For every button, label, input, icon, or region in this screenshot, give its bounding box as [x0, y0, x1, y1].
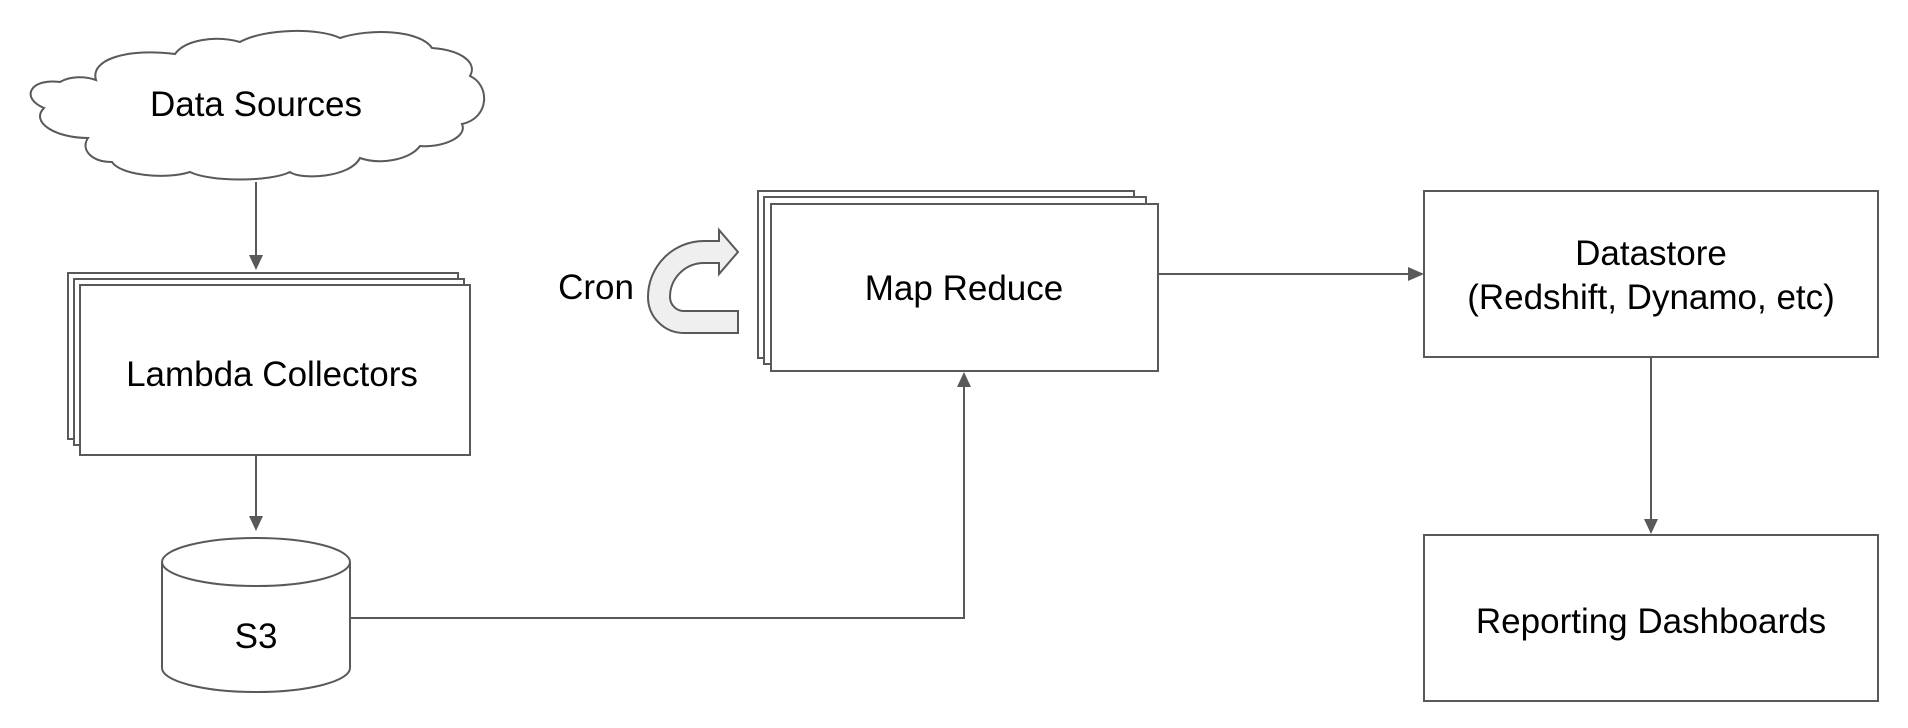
node-label: Lambda Collectors	[126, 355, 418, 394]
cloud-shape	[29, 29, 485, 181]
edge-data-sources-to-lambda-collectors	[249, 182, 263, 270]
node-lambda-collectors: Lambda Collectors	[67, 272, 471, 456]
node-label: Data Sources	[150, 85, 362, 124]
edge-datastore-to-reporting-dashboards	[1644, 357, 1658, 534]
node-map-reduce: Map Reduce	[757, 190, 1159, 372]
node-label-line-2: (Redshift, Dynamo, etc)	[1467, 278, 1835, 317]
edge-s3-to-map-reduce	[351, 372, 971, 619]
edge-map-reduce-to-datastore	[1158, 267, 1424, 281]
node-label-line-1: Datastore	[1575, 234, 1727, 273]
node-datastore: Datastore (Redshift, Dynamo, etc)	[1423, 190, 1879, 358]
node-data-sources: Data Sources	[29, 29, 485, 181]
node-box	[1423, 190, 1879, 358]
stack-front-layer	[770, 203, 1159, 372]
node-label: Map Reduce	[865, 269, 1063, 308]
cylinder-body	[161, 562, 351, 693]
cylinder-top	[161, 537, 351, 587]
stack-front-layer	[79, 284, 471, 456]
edge-lambda-collectors-to-s3	[249, 456, 263, 531]
node-s3: S3	[161, 537, 351, 693]
node-label: S3	[235, 617, 278, 656]
u-turn-arrow-icon	[646, 227, 740, 334]
node-box	[1423, 534, 1879, 702]
node-label: Reporting Dashboards	[1476, 602, 1826, 641]
cron-label: Cron	[558, 268, 634, 307]
cron-trigger: Cron	[558, 227, 740, 334]
node-reporting-dashboards: Reporting Dashboards	[1423, 534, 1879, 702]
